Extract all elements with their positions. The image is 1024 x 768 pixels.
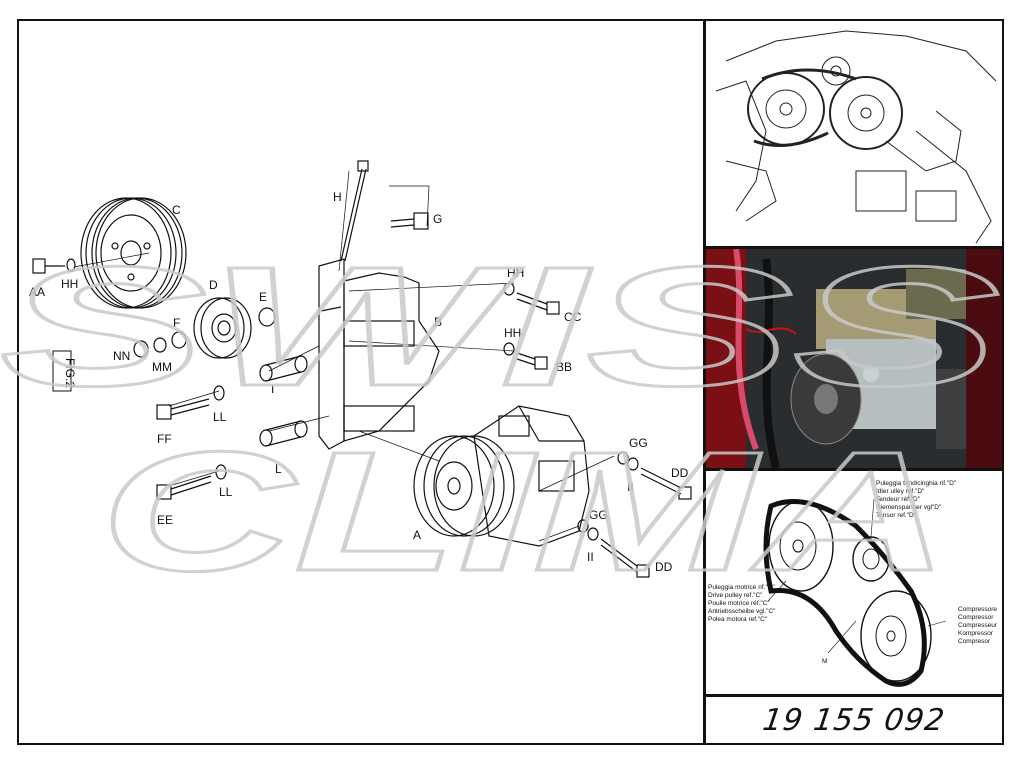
part-number: 19 155 092 [760, 702, 948, 738]
belt-label: M [822, 658, 827, 665]
callout-ii-1: II [627, 480, 634, 494]
compressor-legend-line-4: Kompressor [958, 630, 994, 637]
callout-hh-2: HH [507, 266, 524, 280]
tensor-legend-line-5: Tensor ref."D" [876, 512, 917, 519]
compressor-pulley [860, 590, 932, 682]
callout-ll-1: LL [213, 410, 227, 424]
part-number-box: 19 155 092 [704, 695, 1004, 745]
callout-aa: AA [29, 285, 45, 299]
belt-routing-panel: Puleggia tendicinghia rif."D" Idler ulle… [704, 469, 1004, 696]
part-aa-bolt [32, 258, 76, 274]
part-g-bolt [390, 212, 429, 230]
callout-labels: AA HH C D E F NN MM H G HH CC B HH BB I … [29, 190, 689, 574]
callout-i: I [271, 382, 274, 396]
part-h-stud [340, 160, 369, 262]
engine-sketch-panel [704, 19, 1004, 248]
callout-ll-2: LL [219, 485, 233, 499]
callout-mm: MM [152, 360, 172, 374]
drive-legend-line-3: Poulie motrice réf."C" [708, 600, 770, 607]
callout-c: C [172, 203, 181, 217]
callout-l: L [275, 462, 282, 476]
part-a-compressor [413, 405, 590, 547]
drive-legend: Puleggia motrice rif."C" Drive pulley re… [708, 584, 776, 623]
callout-nn: NN [113, 349, 130, 363]
engine-photo-panel [704, 247, 1004, 470]
part-l-spacer [259, 420, 308, 447]
part-d-tensioner-pulley [193, 297, 252, 359]
drive-legend-line-5: Polea motora ref."C" [708, 616, 768, 623]
callout-e: E [259, 290, 267, 304]
callout-g: G [433, 212, 442, 226]
callout-hh-3: HH [504, 326, 521, 340]
compressor-legend-line-5: Compresor [958, 638, 991, 645]
part-ff-bolt [156, 385, 225, 420]
callout-gg-2: GG [589, 508, 608, 522]
callout-b: B [434, 315, 442, 329]
figure-label: FIG.2 [63, 358, 77, 388]
part-b-bracket [318, 258, 440, 450]
compressor-legend: Compressore Compressor Compresseur Kompr… [958, 606, 998, 645]
callout-ff: FF [157, 432, 172, 446]
exploded-view-panel: AA HH C D E F NN MM H G HH CC B HH BB I … [17, 19, 705, 745]
part-bb-bolt [503, 342, 548, 370]
belt-m [763, 499, 927, 687]
callout-ee: EE [157, 513, 173, 527]
tensor-legend-line-3: Tendeur réf."D" [876, 496, 921, 503]
belt-routing-drawing: Puleggia tendicinghia rif."D" Idler ulle… [708, 480, 998, 687]
leader-lines [73, 170, 615, 542]
figure-label-box [52, 350, 72, 392]
callout-hh-1: HH [61, 277, 78, 291]
drive-legend-line-4: Antriebsscheibe vgl."C" [708, 608, 776, 615]
callout-gg-1: GG [629, 436, 648, 450]
tensor-legend-line-4: Riemenspanner vgl"D" [876, 504, 942, 511]
parts-nn-mm-f-nuts [133, 331, 187, 358]
compressor-legend-line-1: Compressore [958, 606, 997, 613]
tensor-legend-line-1: Puleggia tendicinghia rif."D" [876, 480, 957, 487]
part-dd-bolt-upper [617, 451, 692, 500]
callout-ii-2: II [587, 550, 594, 564]
drive-legend-line-2: Drive pulley ref."C" [708, 592, 763, 599]
engine-sketch-drawing [715, 30, 997, 244]
drive-legend-line-1: Puleggia motrice rif."C" [708, 584, 775, 591]
part-ee-bolt [156, 464, 227, 500]
drive-pulley [768, 500, 834, 592]
engine-photo-drawing [706, 249, 1002, 468]
exploded-view-drawing: AA HH C D E F NN MM H G HH CC B HH BB I … [29, 160, 692, 578]
callout-h: H [333, 190, 342, 204]
compressor-legend-line-3: Compresseur [958, 622, 998, 629]
part-e-spacer [258, 307, 276, 327]
part-dd-bolt-lower [577, 519, 650, 578]
part-i-spacer [259, 355, 308, 382]
tensor-legend: Puleggia tendicinghia rif."D" Idler ulle… [876, 480, 957, 519]
callout-a: A [413, 528, 421, 542]
callout-dd-2: DD [655, 560, 673, 574]
part-cc-bolt [503, 282, 560, 315]
tensor-legend-line-2: Idler ulley ref."D" [876, 488, 925, 495]
part-c-drive-pulley [80, 197, 187, 309]
callout-cc: CC [564, 310, 582, 324]
callout-dd-1: DD [671, 466, 689, 480]
callout-d: D [209, 278, 218, 292]
callout-bb: BB [556, 360, 572, 374]
compressor-legend-line-2: Compressor [958, 614, 994, 621]
callout-f: F [173, 316, 180, 330]
